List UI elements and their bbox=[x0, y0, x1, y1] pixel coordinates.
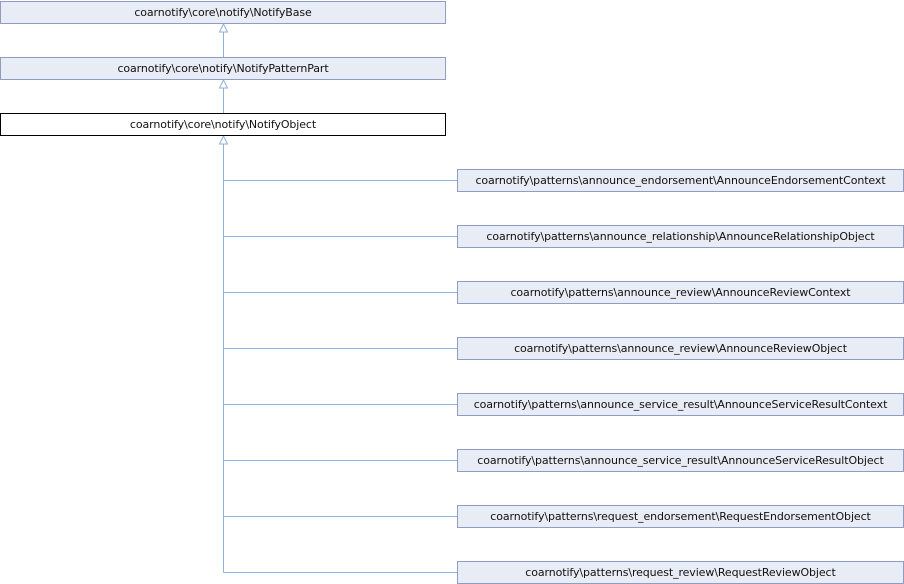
node-announce-service-result-object[interactable]: coarnotify\patterns\announce_service_res… bbox=[457, 449, 904, 472]
arrowhead-notify-base bbox=[218, 22, 229, 33]
arrowhead-notify-object bbox=[218, 134, 229, 145]
node-announce-review-context[interactable]: coarnotify\patterns\announce_review\Anno… bbox=[457, 281, 904, 304]
node-notify-object-current: coarnotify\core\notify\NotifyObject bbox=[0, 113, 446, 136]
node-notify-base[interactable]: coarnotify\core\notify\NotifyBase bbox=[0, 1, 446, 24]
node-announce-endorsement-context[interactable]: coarnotify\patterns\announce_endorsement… bbox=[457, 169, 904, 192]
arrowhead-notify-pattern-part bbox=[218, 78, 229, 89]
node-request-review-object[interactable]: coarnotify\patterns\request_review\Reque… bbox=[457, 561, 904, 584]
node-request-endorsement-object[interactable]: coarnotify\patterns\request_endorsement\… bbox=[457, 505, 904, 528]
node-notify-pattern-part[interactable]: coarnotify\core\notify\NotifyPatternPart bbox=[0, 57, 446, 80]
node-announce-service-result-context[interactable]: coarnotify\patterns\announce_service_res… bbox=[457, 393, 904, 416]
node-announce-relationship-object[interactable]: coarnotify\patterns\announce_relationshi… bbox=[457, 225, 904, 248]
node-announce-review-object[interactable]: coarnotify\patterns\announce_review\Anno… bbox=[457, 337, 904, 360]
